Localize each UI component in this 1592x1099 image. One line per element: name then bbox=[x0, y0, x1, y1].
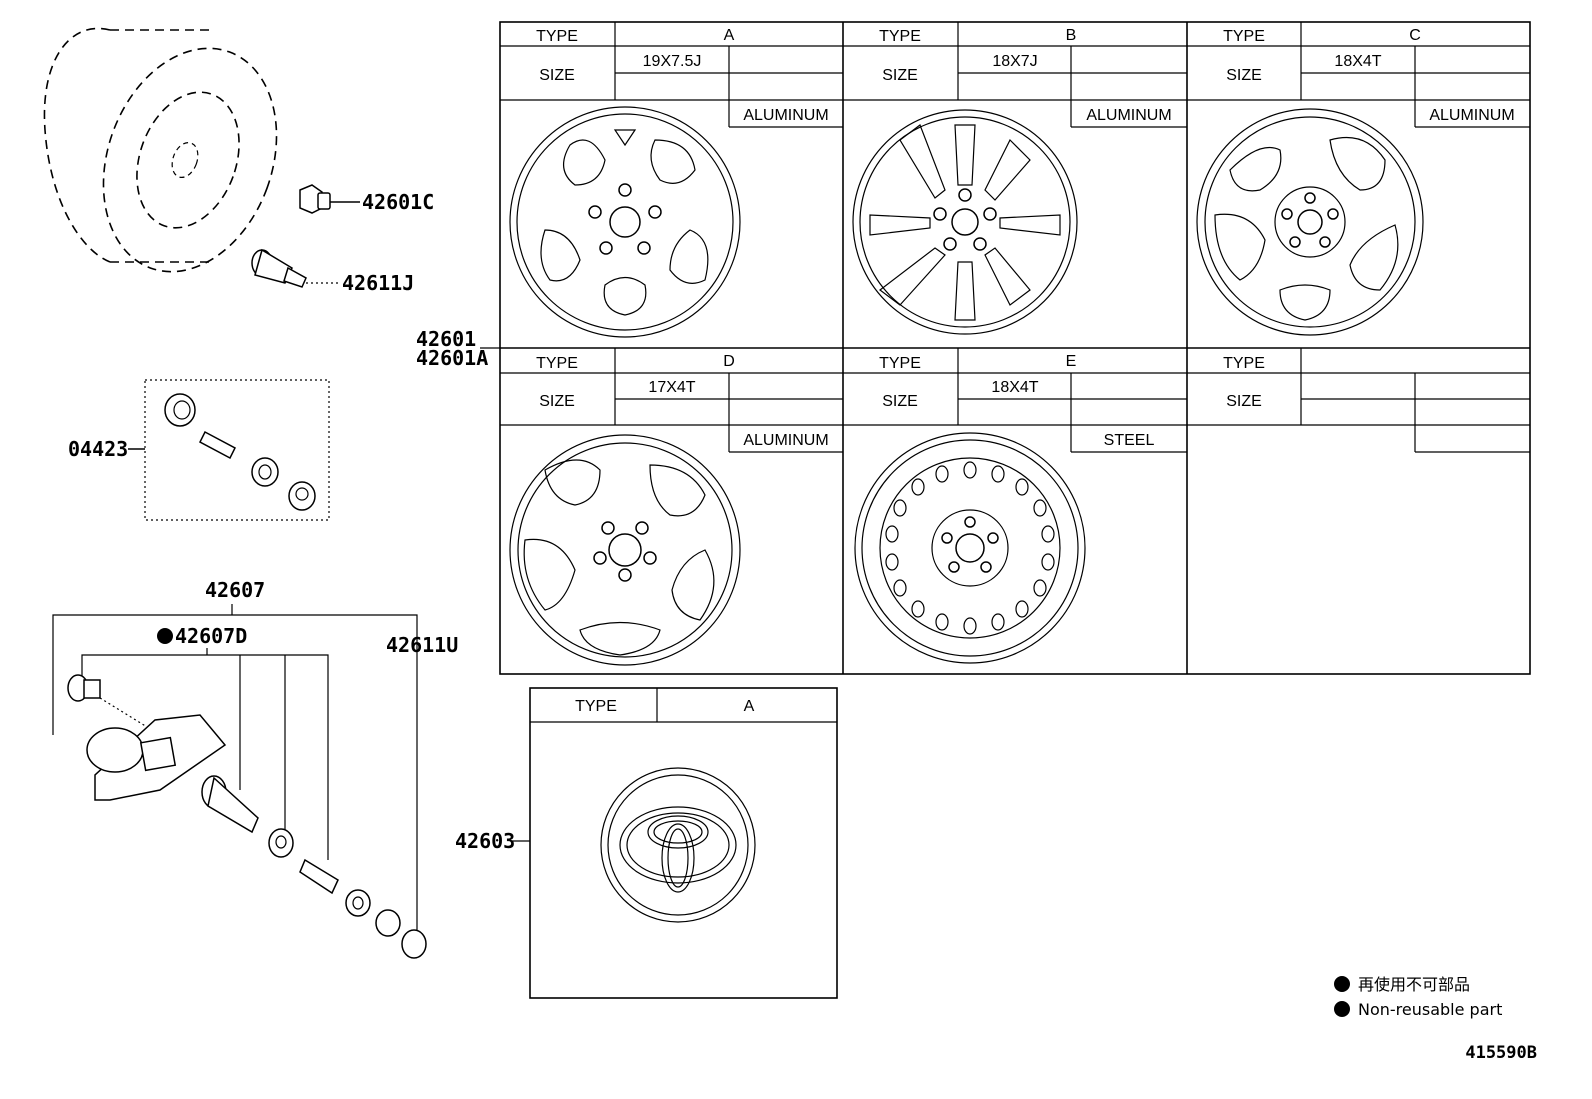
label-04423: 04423 bbox=[68, 437, 128, 461]
wheel-e-drawing bbox=[854, 432, 1086, 664]
wheel-cell-a: TYPE A SIZE 19X7.5J ALUMINUM bbox=[500, 22, 843, 338]
size-value-b: 18X7J bbox=[992, 53, 1037, 70]
wheel-cell-e: TYPE E SIZE 18X4T STEEL bbox=[843, 348, 1187, 664]
hub-nut-part bbox=[299, 184, 360, 214]
type-label: TYPE bbox=[1223, 355, 1265, 372]
type-label: TYPE bbox=[536, 28, 578, 45]
type-label: TYPE bbox=[879, 355, 921, 372]
size-label: SIZE bbox=[1226, 67, 1262, 84]
wheel-cell-b: TYPE B SIZE 18X7J ALUMINUM bbox=[843, 22, 1187, 335]
tpms-sensor-parts bbox=[67, 674, 427, 959]
label-42611U: 42611U bbox=[386, 633, 458, 657]
label-42601C: 42601C bbox=[362, 190, 434, 214]
label-42607: 42607 bbox=[205, 578, 265, 602]
material-d: ALUMINUM bbox=[743, 432, 828, 449]
cap-type-value: A bbox=[744, 698, 755, 715]
wheel-c-drawing bbox=[1196, 108, 1424, 336]
center-cap-table: TYPE A bbox=[529, 687, 838, 999]
size-label: SIZE bbox=[539, 393, 575, 410]
wheel-b-drawing bbox=[852, 109, 1078, 335]
type-label: TYPE bbox=[1223, 28, 1265, 45]
wheel-cell-empty: TYPE SIZE bbox=[1187, 348, 1530, 453]
legend: 再使用不可部品 Non-reusable part bbox=[1334, 975, 1502, 1019]
size-value-c: 18X4T bbox=[1334, 53, 1381, 70]
tire-illustration bbox=[43, 27, 278, 273]
label-42611J: 42611J bbox=[342, 271, 414, 295]
type-value-a: A bbox=[724, 27, 735, 44]
valve-kit-box bbox=[144, 379, 330, 521]
type-label: TYPE bbox=[575, 698, 617, 715]
type-label: TYPE bbox=[879, 28, 921, 45]
material-a: ALUMINUM bbox=[743, 107, 828, 124]
size-value-d: 17X4T bbox=[648, 379, 695, 396]
label-42603: 42603 bbox=[455, 829, 515, 853]
steel-wheel-vents bbox=[885, 461, 1055, 635]
type-value-e: E bbox=[1066, 353, 1077, 370]
non-reusable-dot bbox=[157, 628, 173, 644]
wheel-table bbox=[499, 21, 1531, 675]
type-value-b: B bbox=[1066, 27, 1077, 44]
size-label: SIZE bbox=[539, 67, 575, 84]
legend-line-jp: 再使用不可部品 bbox=[1358, 975, 1470, 994]
size-value-e: 18X4T bbox=[991, 379, 1038, 396]
size-label: SIZE bbox=[882, 67, 918, 84]
material-e: STEEL bbox=[1104, 432, 1155, 449]
size-value-a: 19X7.5J bbox=[643, 53, 702, 70]
legend-dot-en bbox=[1334, 1001, 1350, 1017]
wheel-a-drawing bbox=[509, 106, 741, 338]
label-42601: 42601 bbox=[416, 327, 476, 351]
legend-dot-jp bbox=[1334, 976, 1350, 992]
type-value-c: C bbox=[1409, 27, 1421, 44]
wheel-d-drawing bbox=[509, 434, 741, 666]
type-value-d: D bbox=[723, 353, 735, 370]
wheel-cell-d: TYPE D SIZE 17X4T ALUMINUM bbox=[500, 348, 843, 666]
material-b: ALUMINUM bbox=[1086, 107, 1171, 124]
valve-stem-part bbox=[251, 248, 340, 288]
legend-line-en: Non-reusable part bbox=[1358, 1000, 1502, 1019]
label-42601A: 42601A bbox=[416, 346, 488, 370]
type-label: TYPE bbox=[536, 355, 578, 372]
toyota-emblem-logo bbox=[600, 767, 756, 923]
wheel-cell-c: TYPE C SIZE 18X4T ALUMINUM bbox=[1187, 22, 1530, 336]
size-label: SIZE bbox=[1226, 393, 1262, 410]
valve-kit-parts bbox=[164, 393, 316, 511]
label-42607D: 42607D bbox=[175, 624, 247, 648]
material-c: ALUMINUM bbox=[1429, 107, 1514, 124]
size-label: SIZE bbox=[882, 393, 918, 410]
diagram-id: 415590B bbox=[1465, 1043, 1537, 1063]
